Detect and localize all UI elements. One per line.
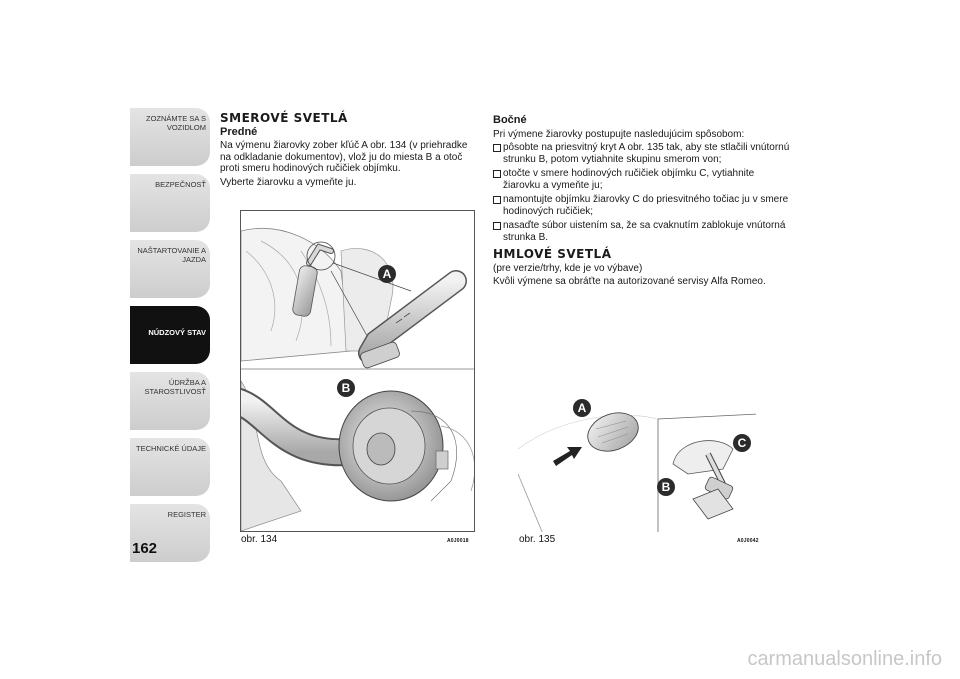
figure-135: A B C [517, 378, 757, 533]
tab-label: ÚDRŽBA A [168, 378, 206, 387]
tab-nudzovy-stav[interactable]: NÚDZOVÝ STAV [130, 306, 210, 364]
subheading-predne: Predné [220, 125, 258, 138]
tab-label: NÚDZOVÝ STAV [148, 328, 206, 337]
list-item: namontujte objímku žiarovky C do priesvi… [493, 194, 793, 217]
tab-label: TECHNICKÉ ÚDAJE [135, 444, 206, 453]
section-heading: SMEROVÉ SVETLÁ [220, 111, 348, 125]
tab-zoznamte-sa[interactable]: ZOZNÁMTE SA S VOZIDLOM [130, 108, 210, 166]
paragraph: Pri výmene žiarovky postupujte nasledujú… [493, 128, 745, 140]
subheading-bocne: Bočné [493, 114, 527, 126]
list-item: nasaďte súbor uistením sa, že sa cvaknut… [493, 220, 793, 243]
section-heading-fog: HMLOVÉ SVETLÁ [493, 247, 612, 261]
tab-nastartovanie[interactable]: NAŠTARTOVANIE A JAZDA [130, 240, 210, 298]
list-item: pôsobte na priesvitný kryt A obr. 135 ta… [493, 142, 793, 165]
paragraph: Vyberte žiarovku a vymeňte ju. [220, 176, 357, 188]
figure-code: A0J0018 [447, 538, 469, 544]
figure-code: A0J0042 [737, 538, 759, 544]
tab-label: REGISTER [167, 510, 206, 519]
tab-udrzba[interactable]: ÚDRŽBA A STAROSTLIVOSŤ [130, 372, 210, 430]
figure-134: A B [240, 210, 475, 532]
tab-label: ZOZNÁMTE SA S [145, 114, 206, 123]
tab-label: STAROSTLIVOSŤ [144, 387, 206, 396]
watermark: carmanualsonline.info [747, 648, 942, 670]
paragraph-note: (pre verzie/trhy, kde je vo výbave) [493, 262, 643, 274]
figure-caption: obr. 134 [241, 534, 278, 545]
callout-a: A [378, 265, 396, 283]
tab-register[interactable]: REGISTER [130, 504, 210, 562]
tab-label: NAŠTARTOVANIE A [137, 246, 206, 255]
callout-a: A [573, 399, 591, 417]
steps-list: pôsobte na priesvitný kryt A obr. 135 ta… [493, 142, 793, 243]
tab-label: BEZPEČNOSŤ [155, 180, 206, 189]
paragraph: Kvôli výmene sa obráťte na autorizované … [493, 276, 766, 287]
illustration-key-socket [241, 228, 474, 531]
callout-c: C [733, 434, 751, 452]
right-column: Bočné Pri výmene žiarovky postupujte nas… [493, 113, 793, 290]
page-number: 162 [132, 540, 158, 557]
tab-bezpecnost[interactable]: BEZPEČNOSŤ [130, 174, 210, 232]
callout-b: B [657, 478, 675, 496]
callout-b: B [337, 379, 355, 397]
illustration-side-indicator [518, 412, 756, 532]
paragraph: Na výmenu žiarovky zober kľúč A obr. 134… [220, 140, 468, 174]
tab-technicke-udaje[interactable]: TECHNICKÉ ÚDAJE [130, 438, 210, 496]
figure-caption: obr. 135 [519, 534, 556, 545]
tab-label: JAZDA [182, 255, 206, 264]
left-column: SMEROVÉ SVETLÁ Predné Na výmenu žiarovky… [220, 111, 475, 190]
tab-label: VOZIDLOM [166, 123, 206, 132]
list-item: otočte v smere hodinových ručičiek objím… [493, 168, 793, 191]
